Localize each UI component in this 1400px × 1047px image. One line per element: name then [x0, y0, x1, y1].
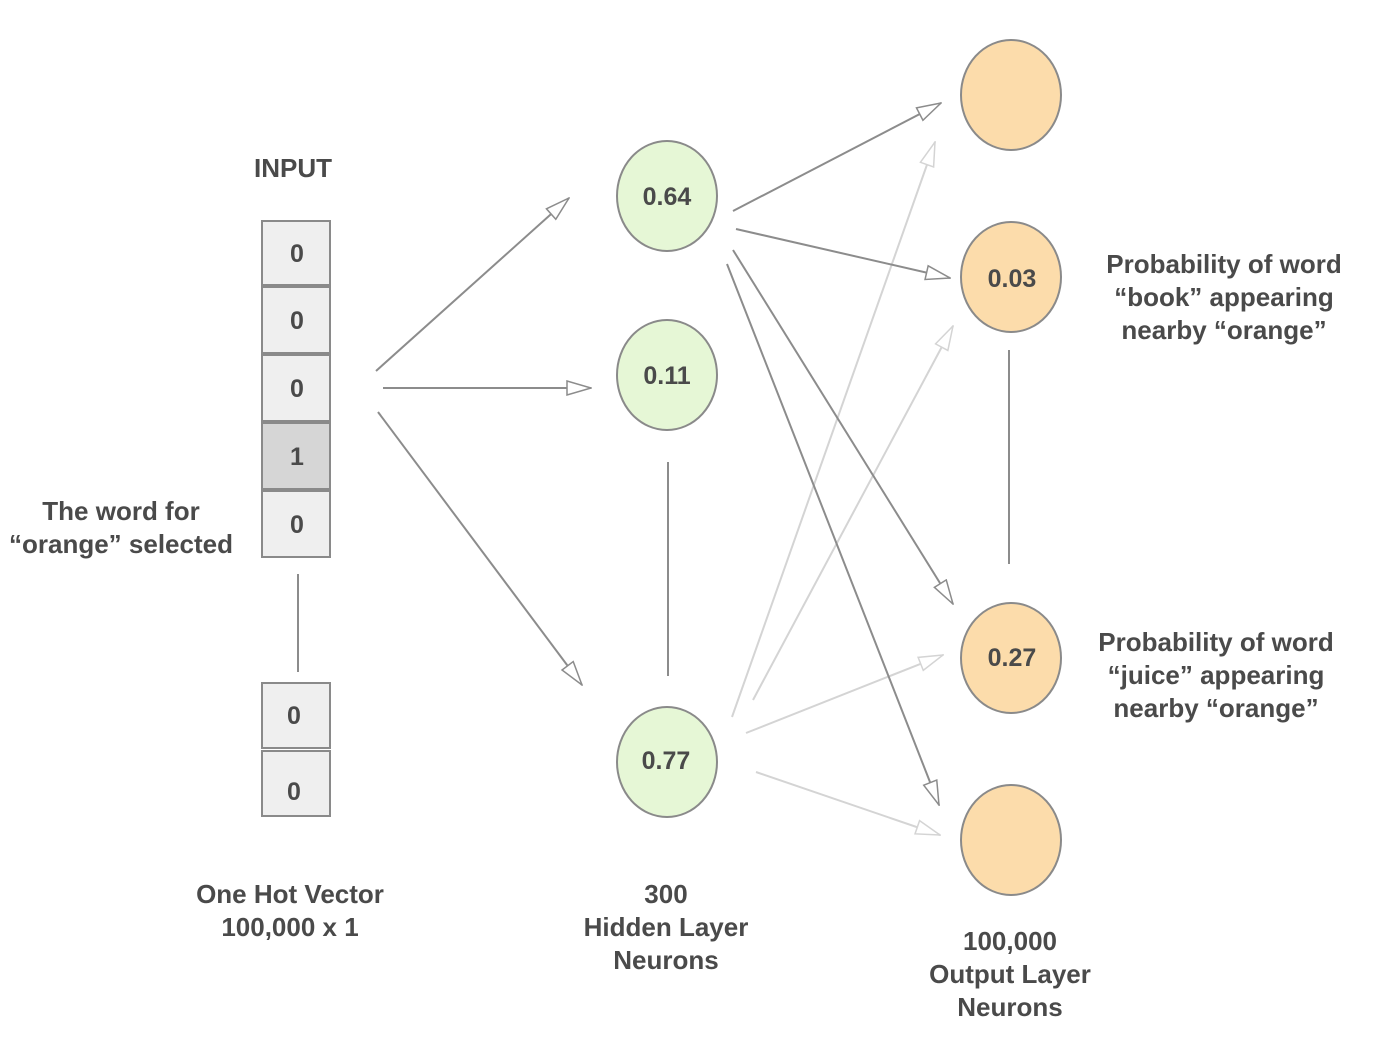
vector-cell-value: 0	[287, 778, 301, 806]
caption-line: 100,000	[963, 926, 1057, 956]
output-caption: 100,000 Output Layer Neurons	[929, 926, 1091, 1022]
connection-arrow	[755, 771, 940, 836]
vector-cell-selected: 1	[261, 422, 331, 490]
neuron-value: 0.64	[643, 183, 692, 211]
output-neuron	[960, 39, 1062, 151]
input-caption: One Hot Vector 100,000 x 1	[196, 879, 384, 942]
neuron-value: 0.03	[988, 265, 1037, 293]
selected-word-note: The word for “orange” selected	[9, 496, 233, 559]
connection-arrow	[726, 263, 939, 805]
note-line: The word for	[42, 496, 199, 526]
annotation-line: “book” appearing	[1114, 282, 1334, 312]
vector-cell: 0	[261, 354, 331, 422]
vector-cell-value: 1	[290, 443, 304, 471]
vector-cell-value: 0	[290, 307, 304, 335]
ellipsis-lines	[297, 350, 1010, 676]
connection-arrow	[377, 411, 582, 685]
hidden-layer: 0.64 0.11 0.77	[616, 140, 718, 818]
annotation-line: Probability of word	[1106, 249, 1341, 279]
annotation-line: Probability of word	[1098, 627, 1333, 657]
output-neuron	[960, 784, 1062, 896]
input-to-hidden-connections	[375, 198, 591, 685]
connection-arrow	[745, 655, 943, 734]
neuron-value: 0.77	[642, 747, 691, 775]
caption-line: Hidden Layer	[584, 912, 749, 942]
neuron-value: 0.27	[988, 644, 1037, 672]
output-layer: 0.03 0.27	[960, 39, 1062, 896]
caption-line: Neurons	[613, 945, 718, 975]
connection-arrow	[735, 228, 950, 278]
hidden-neuron: 0.64	[616, 140, 718, 252]
output-neuron: 0.03	[960, 221, 1062, 333]
hidden-neuron: 0.77	[616, 706, 718, 818]
vector-cell-value: 0	[290, 375, 304, 403]
hidden-neuron: 0.11	[616, 319, 718, 431]
vector-cell: 0	[261, 750, 331, 817]
caption-line: 100,000 x 1	[221, 912, 358, 942]
connection-arrow	[732, 249, 953, 604]
input-title: INPUT	[254, 153, 332, 183]
output-neuron: 0.27	[960, 602, 1062, 714]
faded-connections	[731, 142, 953, 836]
connection-arrow	[375, 198, 569, 372]
one-hot-vector: 0 0 0 1 0 0 0	[261, 220, 331, 817]
hidden-caption: 300 Hidden Layer Neurons	[584, 879, 749, 975]
connection-arrow	[731, 142, 936, 718]
hidden-to-output-connections	[726, 103, 953, 805]
vector-cell: 0	[261, 220, 331, 286]
neuron-value: 0.11	[643, 362, 690, 390]
caption-line: Neurons	[957, 992, 1062, 1022]
vector-cell-value: 0	[290, 240, 304, 268]
vector-cell: 0	[261, 286, 331, 354]
note-line: “orange” selected	[9, 529, 233, 559]
caption-line: Output Layer	[929, 959, 1091, 989]
vector-cell: 0	[261, 682, 331, 749]
juice-probability-annotation: Probability of word “juice” appearing ne…	[1098, 627, 1333, 723]
annotation-line: nearby “orange”	[1121, 315, 1326, 345]
annotation-line: “juice” appearing	[1108, 660, 1325, 690]
vector-cell-value: 0	[287, 702, 301, 730]
annotation-line: nearby “orange”	[1113, 693, 1318, 723]
vector-cell-value: 0	[290, 511, 304, 539]
vector-cell: 0	[261, 490, 331, 558]
book-probability-annotation: Probability of word “book” appearing nea…	[1106, 249, 1341, 345]
connection-arrow	[732, 103, 941, 212]
caption-line: One Hot Vector	[196, 879, 384, 909]
connection-arrow	[752, 326, 953, 701]
caption-line: 300	[644, 879, 687, 909]
